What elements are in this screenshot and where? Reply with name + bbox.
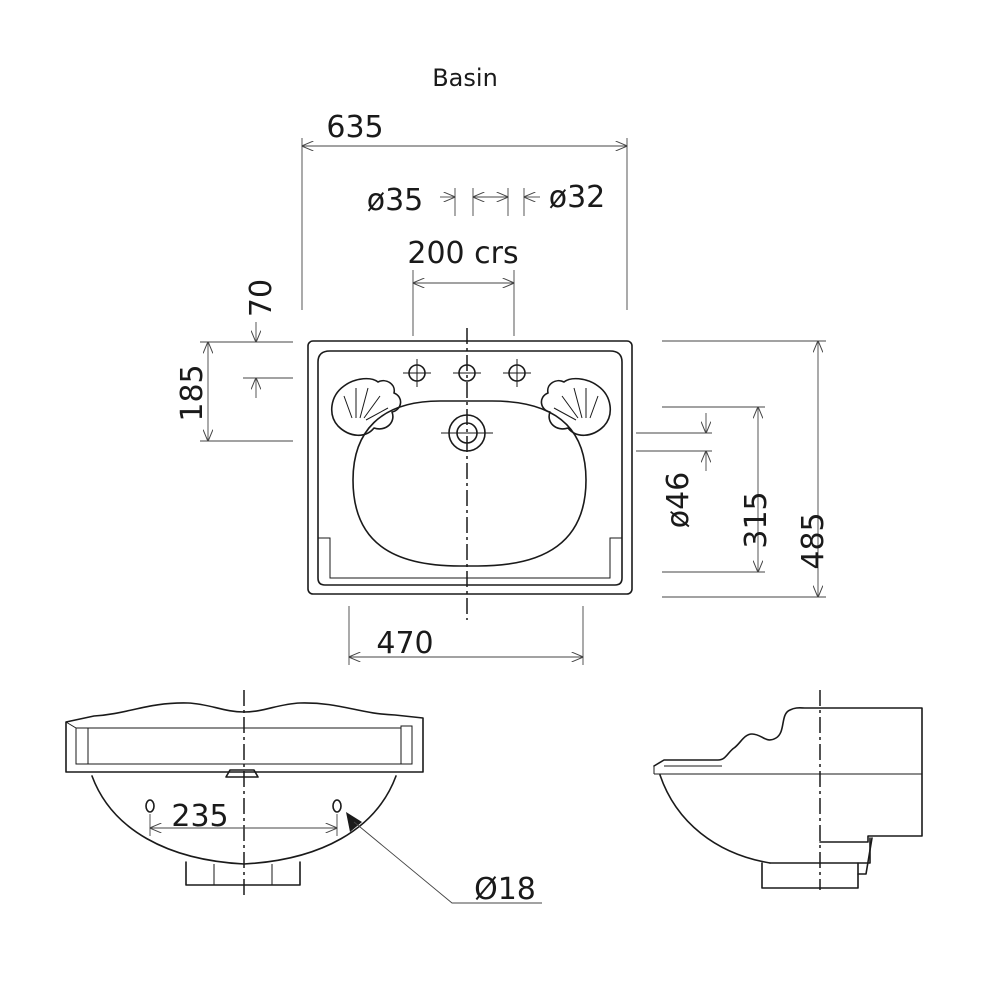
dim-rear-to-waste-left: 185 bbox=[175, 364, 210, 421]
dim-waste-diameter: ø46 bbox=[661, 472, 696, 529]
dim-tap-hole-right: ø32 bbox=[549, 180, 606, 215]
dim-tap-hole-left: ø35 bbox=[367, 183, 424, 218]
shell-ornament-right bbox=[540, 377, 611, 437]
dim-rear-to-waste-right: 315 bbox=[739, 491, 774, 548]
front-elevation: 235 Ø18 bbox=[65, 690, 542, 907]
bowl-outline bbox=[352, 400, 587, 567]
shell-ornament-left bbox=[331, 377, 402, 437]
tap-hole-left bbox=[403, 359, 431, 387]
dim-fixing-centres: 235 bbox=[171, 799, 228, 834]
fixing-hole-left bbox=[145, 799, 155, 813]
dim-overall-depth: 485 bbox=[796, 512, 831, 569]
fixing-hole-right bbox=[332, 799, 342, 813]
drawing-title: Basin bbox=[432, 64, 498, 92]
side-elevation bbox=[653, 690, 923, 890]
dim-rear-to-tap: 70 bbox=[244, 279, 279, 317]
dim-bowl-width: 470 bbox=[376, 626, 433, 661]
tap-hole-right bbox=[503, 359, 531, 387]
dim-overall-width: 635 bbox=[326, 110, 383, 145]
plan-view bbox=[307, 328, 633, 620]
plan-dimensions: 635 ø35 ø32 200 crs 70 185 bbox=[175, 110, 831, 665]
dim-fixing-hole: Ø18 bbox=[474, 872, 536, 907]
dim-tap-centres: 200 crs bbox=[407, 236, 518, 271]
